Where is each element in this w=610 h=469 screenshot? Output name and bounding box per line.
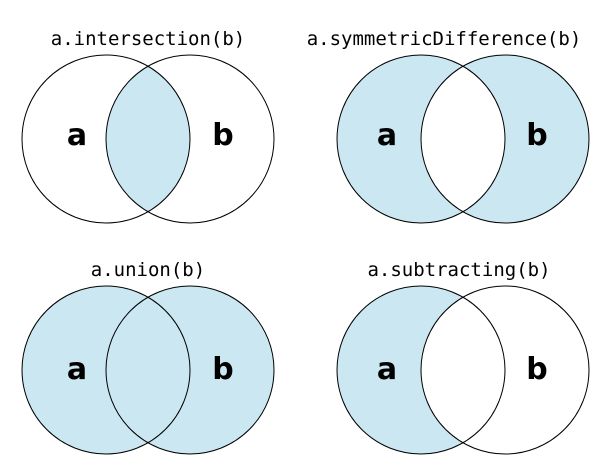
panel-intersection: a.intersection(b) a b [21, 28, 275, 224]
set-a-circle [21, 285, 191, 455]
panel-symmetric-difference: a.symmetricDifference(b) a b [307, 28, 590, 224]
panel-union: a.union(b) a b [21, 259, 275, 455]
set-b-label: b [212, 118, 233, 153]
intersection-region [421, 55, 505, 223]
set-b-label: b [212, 352, 233, 387]
set-a-label: a [67, 118, 87, 153]
panel-title: a.subtracting(b) [367, 259, 550, 281]
set-a-label: a [377, 118, 397, 153]
intersection-region [106, 55, 190, 223]
set-a-label: a [67, 352, 87, 387]
set-a-label: a [377, 352, 397, 387]
set-a-circle [21, 54, 191, 224]
panel-title: a.symmetricDifference(b) [307, 28, 582, 50]
set-b-circle [420, 54, 590, 224]
panel-title: a.intersection(b) [51, 28, 245, 50]
set-b-label: b [526, 352, 547, 387]
set-b-circle [105, 285, 275, 455]
set-b-circle [105, 54, 275, 224]
panel-title: a.union(b) [91, 259, 205, 281]
set-b-label: b [526, 118, 547, 153]
set-a-circle [336, 54, 506, 224]
set-a-circle [336, 285, 506, 455]
set-b-circle [420, 285, 590, 455]
panel-subtraction: a.subtracting(b) a b [336, 259, 590, 455]
